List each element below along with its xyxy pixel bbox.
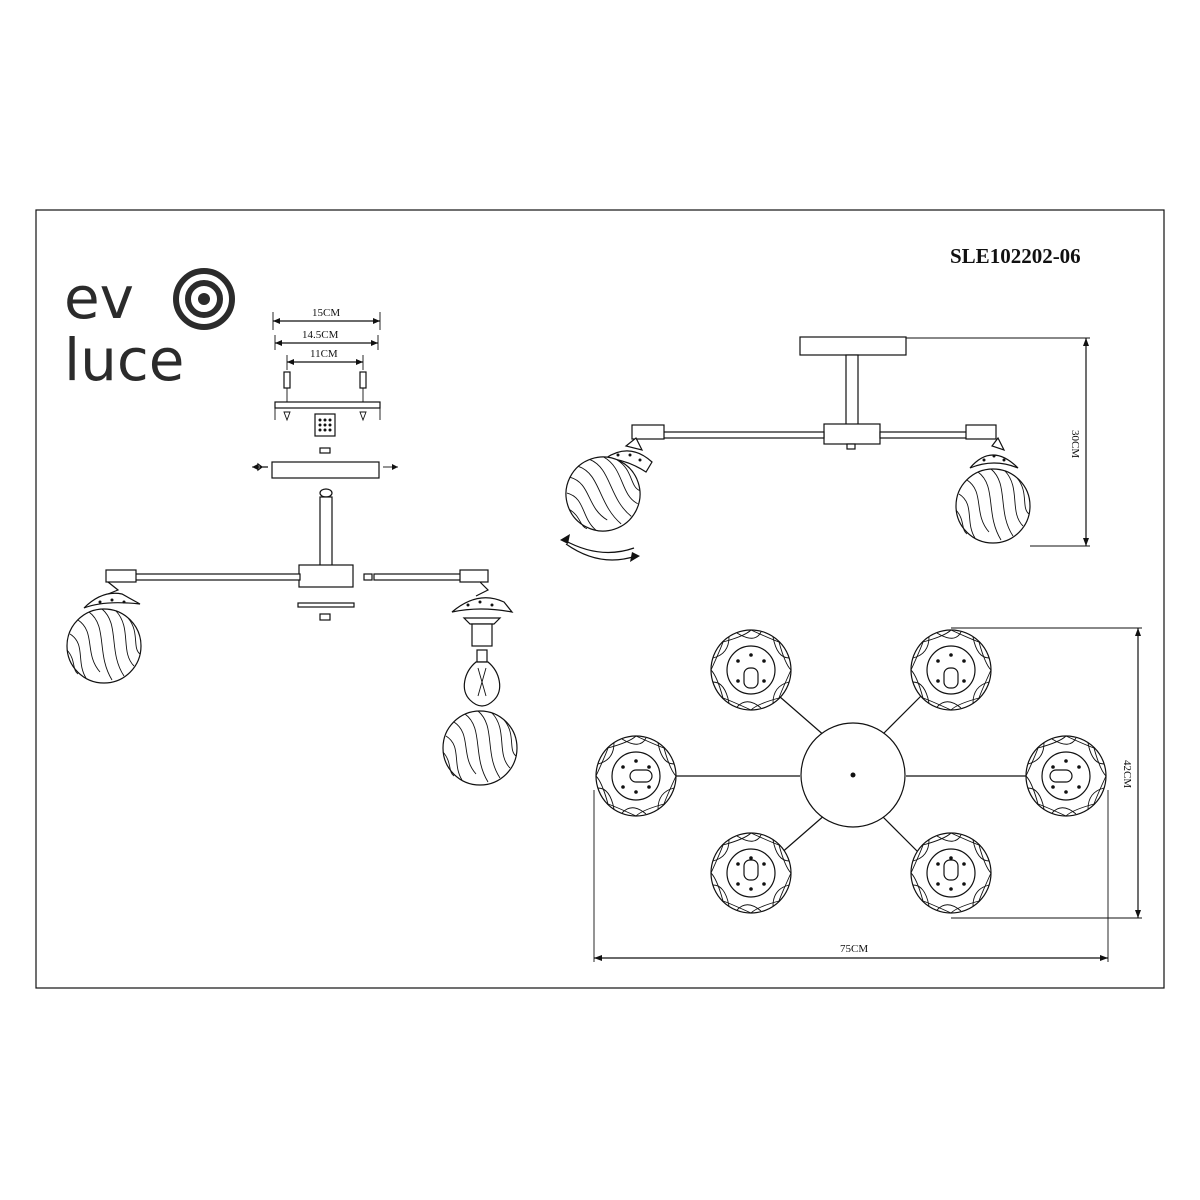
dim-mount-mid: 14.5CM (302, 329, 339, 341)
assembled-side-view: 30CM (555, 336, 1090, 562)
mounting-bracket-detail: 15CM 14.5CM 11CM (252, 307, 398, 479)
dim-top-width: 75CM (840, 943, 868, 955)
dim-top-depth: 42CM (1121, 760, 1133, 788)
logo-line-2: luce (64, 326, 184, 394)
logo-line-1: ev (64, 264, 134, 332)
dim-mount-holes: 11CM (310, 348, 338, 360)
evoluce-logo: ev luce (64, 264, 235, 394)
dim-mount-outer: 15CM (312, 307, 340, 319)
sheet-frame (35, 209, 1165, 989)
rotate-arrow-icon (560, 534, 640, 562)
top-view: 42CM 75CM (593, 627, 1142, 962)
exploded-side-view (66, 488, 518, 786)
model-code: SLE102202-06 (950, 244, 1081, 268)
light-bulb-icon (463, 649, 501, 707)
dim-side-height: 30CM (1069, 430, 1081, 458)
terminal-block-icon (314, 413, 336, 437)
logo-o-mark-icon (173, 268, 235, 330)
